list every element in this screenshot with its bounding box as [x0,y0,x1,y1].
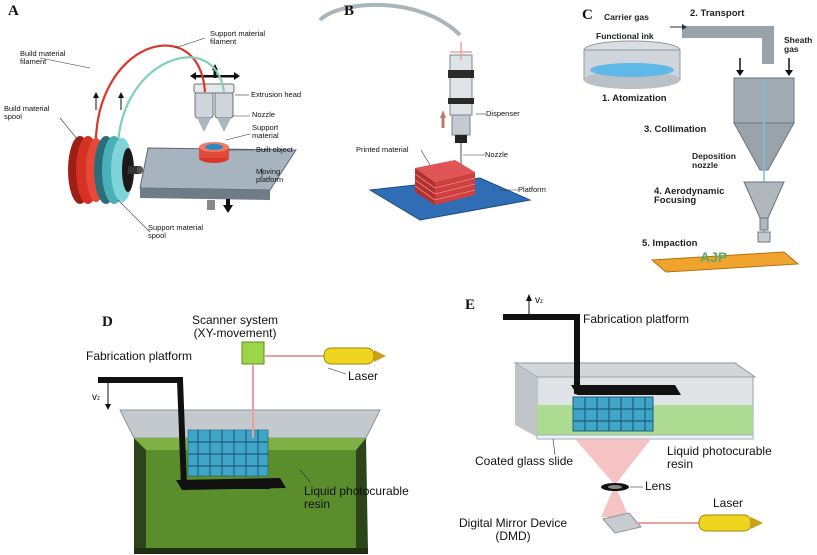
label-dispenser: Dispenser [486,109,520,118]
sla-illustration [98,341,386,554]
z-arrow [440,110,446,118]
panel-b-letter: B [344,3,355,19]
ajp-illustration [583,24,800,273]
label-extrusion-head: Extrusion head [251,90,302,99]
label-moving-platform: Moving platform [256,167,284,184]
panel-d-letter: D [102,314,113,330]
printed-lattice [187,429,269,477]
label-fabrication-platform-d: Fabrication platform [86,349,193,363]
label-lens: Lens [645,479,672,493]
label-vz-d: vz [92,392,100,403]
moving-platform-side [140,188,270,200]
label-laser-e: Laser [713,496,744,510]
label-nozzle-b: Nozzle [485,150,508,159]
label-support-material: Support material [252,123,279,140]
transport-pipe [682,26,774,64]
printed-lattice-e [572,396,654,432]
label-printed-material: Printed material [356,145,409,154]
dmd-shape [602,512,642,534]
dispenser-body [449,54,473,116]
label-build-material-filament: Build material filament [20,49,66,66]
focusing-nozzle [743,181,785,219]
label-atomization: 1. Atomization [602,93,667,104]
label-platform: Platform [518,185,546,194]
label-dmd: Digital Mirror Device (DMD) [459,516,568,543]
substrate-text: AJP [700,249,728,265]
dlp-illustration [503,294,763,534]
functional-ink [590,63,674,77]
label-support-material-filament: Support material filament [210,29,266,46]
panel-a-letter: A [8,3,19,19]
panel-c-letter: C [582,7,593,23]
build-filament-line [94,44,207,156]
label-built-object: Built object [256,145,293,154]
panel-c: C Carrier gas 2. Transport Functional in… [570,0,817,275]
dispenser-illustration [318,2,532,221]
panel-d: D Scanner system (XY-movement) F [80,290,420,555]
label-deposition-nozzle: Deposition nozzle [692,151,736,170]
panel-a: A [0,0,302,275]
glass-slide [536,434,754,440]
vat-e-rim [513,362,757,378]
label-resin-d: Liquid photocurable resin [304,484,409,511]
printed-material [415,160,475,182]
laser-device [323,347,375,365]
label-collimation: 3. Collimation [644,124,707,135]
extrusion-nozzle-left [194,91,214,119]
panel-b: B Dispenser Printed material Nozzle Plat… [300,0,570,275]
scanner-system [241,341,265,365]
fdm-illustration [39,37,297,233]
label-nozzle: Nozzle [252,110,275,119]
panel-e: E vz Fabrication platform C [455,285,817,555]
label-functional-ink: Functional ink [596,31,654,41]
substrate [650,251,800,273]
label-support-material-spool: Support material spool [148,223,204,240]
dispenser-tube [318,2,462,37]
label-build-material-spool: Build material spool [4,104,50,121]
label-vz-e: vz [535,295,543,306]
laser-device-e [698,514,752,532]
label-sheath-gas: Sheath gas [784,35,813,54]
label-impaction: 5. Impaction [642,238,698,249]
support-filament-line [116,56,226,156]
platform-down-arrow [223,205,233,213]
platform-rod [207,200,215,210]
label-coated-glass-slide: Coated glass slide [475,454,574,468]
label-resin-e: Liquid photocurable resin [667,444,772,471]
label-transport: 2. Transport [690,8,745,19]
panel-e-letter: E [465,297,476,313]
extrusion-nozzle-right [214,91,234,119]
label-scanner-system: Scanner system (XY-movement) [192,313,279,340]
label-fabrication-platform-e: Fabrication platform [583,312,690,326]
label-laser-d: Laser [348,369,379,383]
label-aerodynamic-focusing: 4. Aerodynamic Focusing [654,186,725,206]
vat-left-wall [134,438,146,552]
projection-cone [575,439,651,485]
label-carrier-gas: Carrier gas [604,12,649,22]
